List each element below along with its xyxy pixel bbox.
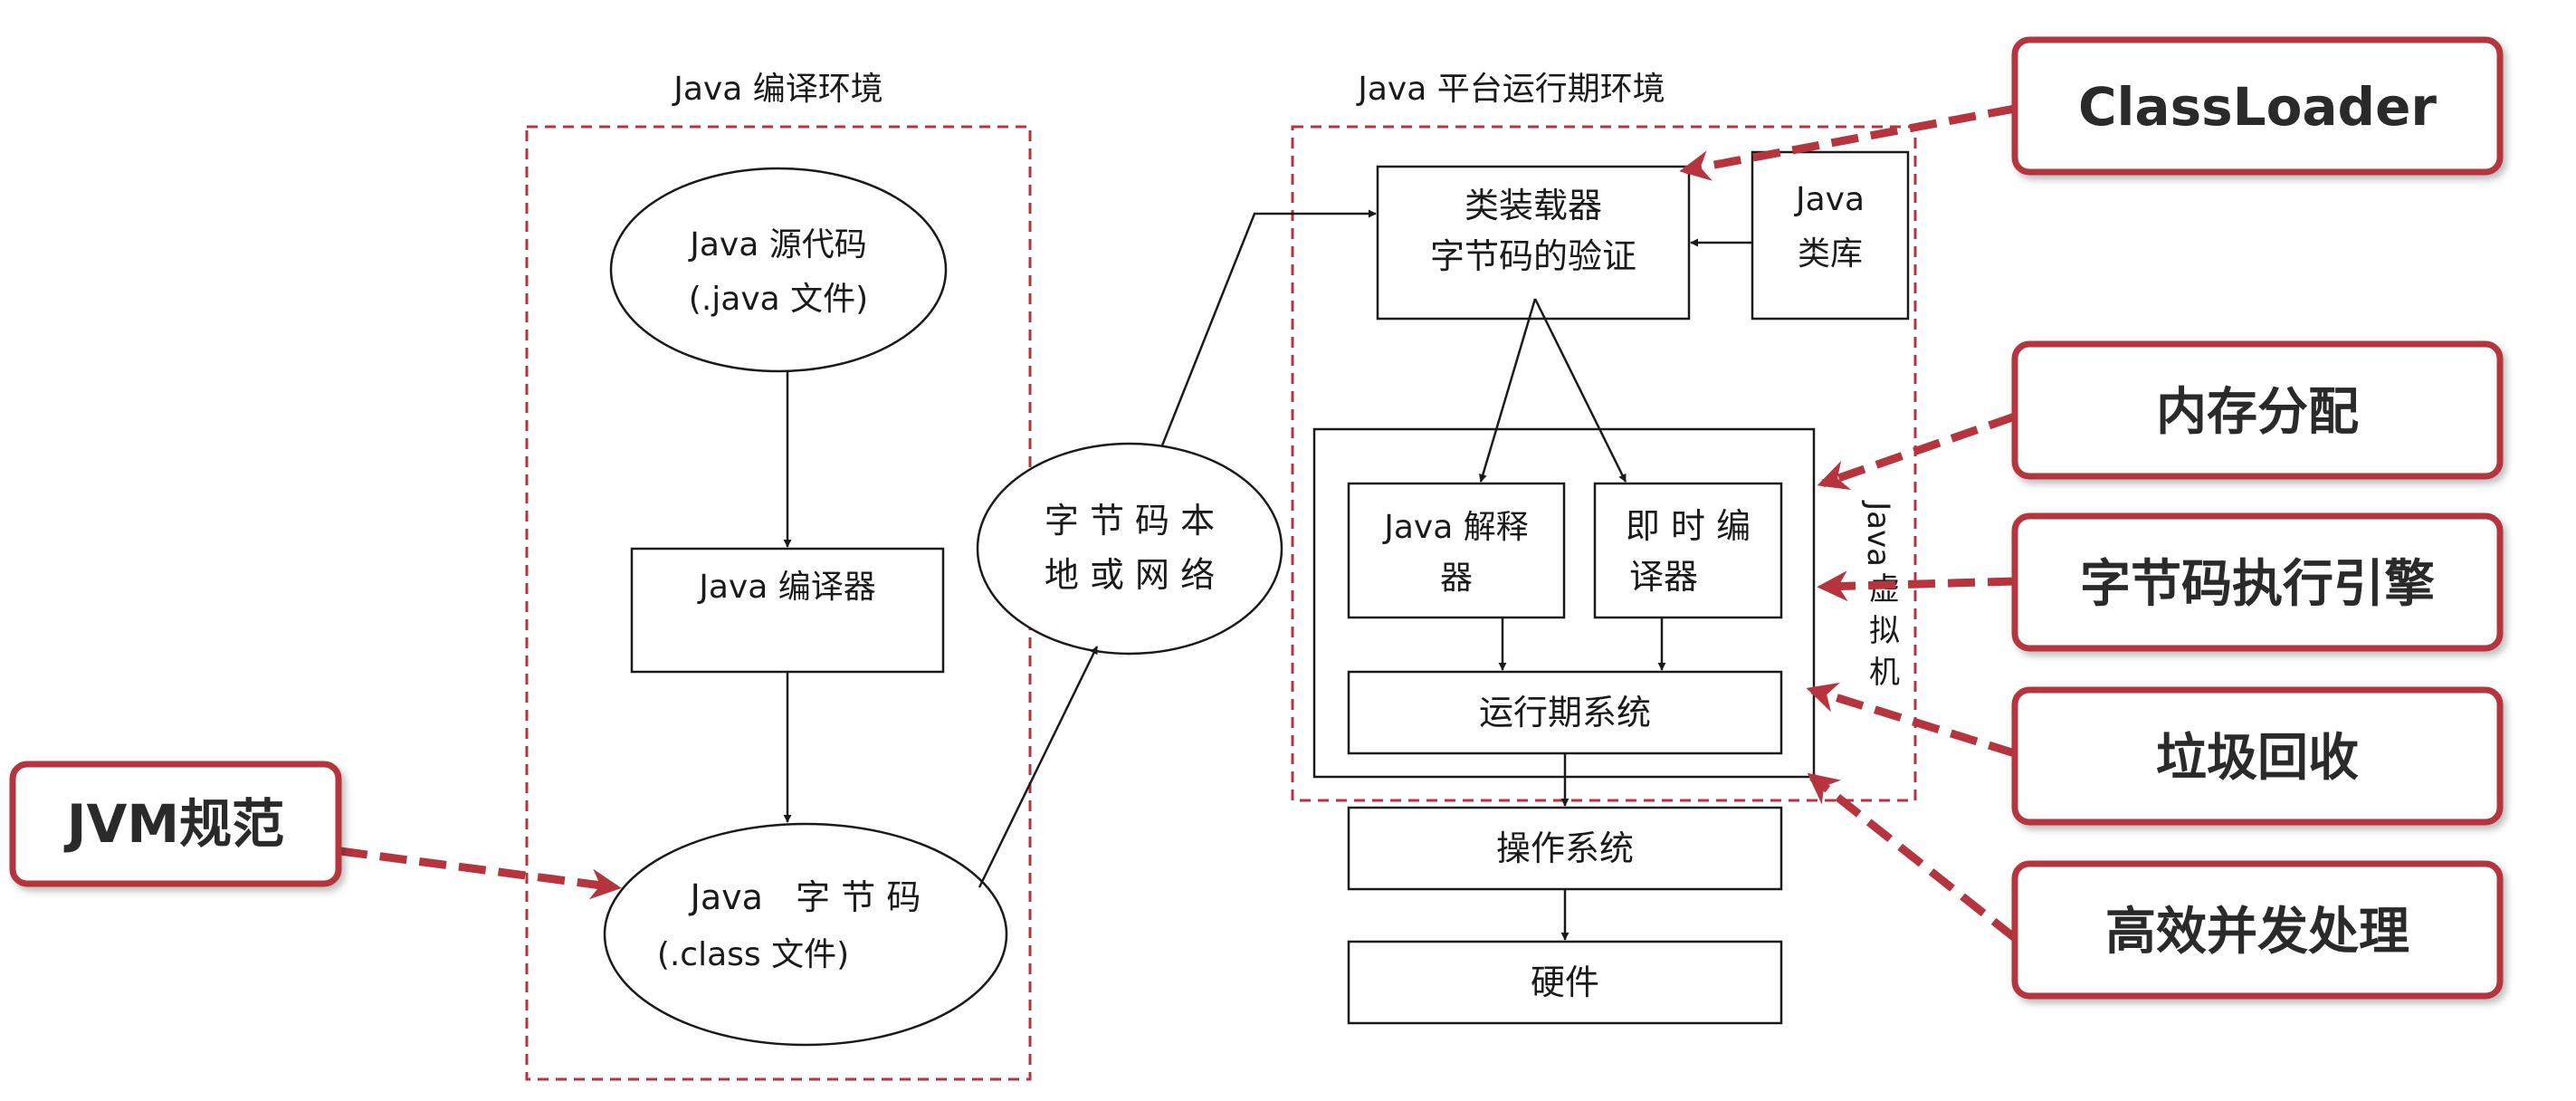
compile-env-title: Java 编译环境 <box>672 71 883 108</box>
callout-arrow-concurrency <box>1807 772 2018 942</box>
callout-classloader: ClassLoader <box>2011 36 2504 176</box>
arrow-loader-to-interpreter <box>1478 298 1537 483</box>
java-source-line1: Java 源代码 <box>688 226 867 263</box>
interpreter-box <box>1347 482 1566 619</box>
java-bytecode-ellipse <box>603 822 1008 1047</box>
callout-arrow-classloader <box>1679 104 2016 181</box>
os-label: 操作系统 <box>1496 828 1634 868</box>
java-lib-box <box>1751 150 1910 321</box>
callout-arrow-memory <box>1817 412 2017 491</box>
bytecode-transfer-ellipse <box>976 442 1283 656</box>
hardware-box <box>1347 940 1783 1025</box>
hardware-label: 硬件 <box>1531 962 1599 1002</box>
runtime-system-label: 运行期系统 <box>1479 693 1651 732</box>
java-lib-line2: 类库 <box>1798 235 1863 273</box>
java-bytecode-line2: (.class 文件) <box>657 936 849 973</box>
callout-memory: 内存分配 <box>2011 340 2504 480</box>
callout-engine: 字节码执行引擎 <box>2011 512 2504 652</box>
arrow-loader-to-jit <box>1533 298 1627 483</box>
interpreter-line2: 器 <box>1440 560 1473 597</box>
class-loader-line2: 字节码的验证 <box>1430 236 1636 276</box>
callout-gc: 垃圾回收 <box>2011 686 2504 826</box>
class-loader-line1: 类装载器 <box>1465 186 1602 225</box>
callout-memory-label: 内存分配 <box>2156 383 2359 442</box>
java-bytecode-line1: Java 字 节 码 <box>689 877 921 917</box>
jvm-label-char3: 机 <box>1869 655 1900 691</box>
callout-arrow-gc <box>1806 682 2017 758</box>
callout-arrow-jvm-spec <box>339 847 622 900</box>
jvm-label-java: Java <box>1860 500 1896 567</box>
callout-concurrency: 高效并发处理 <box>2011 860 2504 1000</box>
arrow-transfer-to-classloader <box>1160 209 1377 446</box>
arrow-bytecode-to-transfer <box>978 646 1099 888</box>
callout-classloader-label: ClassLoader <box>2078 76 2437 138</box>
java-compiler-label: Java 编译器 <box>697 569 876 606</box>
java-lib-line1: Java <box>1794 181 1865 218</box>
jvm-label-char1: 虚 <box>1869 571 1900 608</box>
jit-line2: 译器 <box>1629 557 1698 597</box>
callout-engine-label: 字节码执行引擎 <box>2080 555 2435 614</box>
runtime-env-title: Java 平台运行期环境 <box>1356 71 1665 108</box>
interpreter-line1: Java 解释 <box>1382 509 1529 546</box>
jvm-label-char2: 拟 <box>1869 613 1900 649</box>
bytecode-transfer-line1: 字 节 码 本 <box>1045 501 1215 541</box>
runtime-env-box <box>1291 125 1917 802</box>
jit-line1: 即 时 编 <box>1626 506 1751 546</box>
class-loader-box <box>1376 165 1691 321</box>
bytecode-transfer-line2: 地 或 网 络 <box>1045 555 1215 595</box>
callout-jvm-spec: JVM规范 <box>9 761 342 887</box>
java-compiler-box <box>630 547 945 674</box>
callout-gc-label: 垃圾回收 <box>2156 729 2359 788</box>
os-box <box>1347 806 1783 891</box>
callout-arrow-engine <box>1817 570 2016 602</box>
jit-box <box>1593 482 1783 619</box>
runtime-system-box <box>1347 670 1783 755</box>
java-source-ellipse <box>609 167 948 373</box>
java-source-line2: (.java 文件) <box>689 281 868 318</box>
callout-concurrency-label: 高效并发处理 <box>2105 903 2409 962</box>
callout-jvm-spec-label: JVM规范 <box>63 793 284 855</box>
